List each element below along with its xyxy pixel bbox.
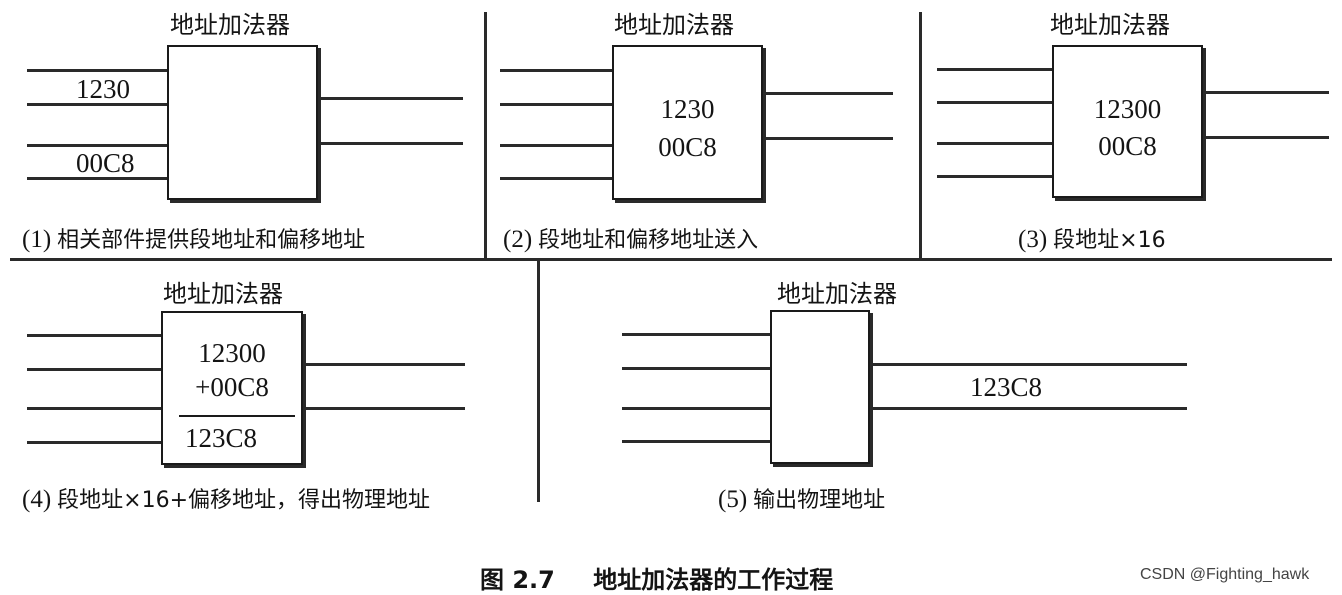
- input-line: [500, 69, 612, 72]
- step-caption: (1) 相关部件提供段地址和偏移地址: [22, 226, 365, 255]
- physical-address-result: 123C8: [185, 423, 258, 453]
- input-line: [27, 144, 167, 147]
- step-text: 段地址×16+偏移地址，得出物理地址: [57, 488, 431, 513]
- adder-label: 地址加法器: [614, 11, 734, 39]
- input-line: [937, 175, 1052, 178]
- step-number: (3): [1018, 226, 1048, 253]
- input-line: [27, 69, 167, 72]
- output-line: [1203, 91, 1329, 94]
- sum-line: [179, 415, 295, 417]
- address-adder-box: [167, 45, 318, 200]
- figure-title: 地址加法器的工作过程: [593, 566, 834, 594]
- input-line: [27, 368, 167, 371]
- figure-caption: 图 2.7 地址加法器的工作过程: [480, 560, 833, 595]
- output-line: [763, 137, 893, 140]
- watermark: CSDN @Fighting_hawk: [1140, 566, 1310, 583]
- step-text: 段地址和偏移地址送入: [538, 228, 759, 253]
- input-line: [622, 407, 770, 410]
- segment-address-value: 1230: [660, 94, 715, 124]
- divider-vertical-2-3: [919, 12, 922, 260]
- address-adder-box: 12300 00C8: [1052, 45, 1203, 198]
- input-line: [27, 103, 167, 106]
- address-adder-box: [770, 310, 870, 464]
- divider-vertical-1-2: [484, 12, 487, 260]
- input-line: [27, 407, 167, 410]
- output-line: [870, 363, 1187, 366]
- output-line: [318, 142, 463, 145]
- input-line: [500, 177, 612, 180]
- input-line: [27, 441, 167, 444]
- input-line: [27, 334, 167, 337]
- shifted-segment-value: 12300: [198, 338, 266, 368]
- output-line: [763, 92, 893, 95]
- divider-horizontal: [10, 258, 1332, 261]
- step-caption: (3) 段地址×16: [1018, 226, 1166, 255]
- step-text: 输出物理地址: [753, 488, 886, 513]
- input-line: [622, 333, 770, 336]
- input-line: [622, 440, 770, 443]
- offset-address-value: 00C8: [1098, 131, 1157, 161]
- adder-label: 地址加法器: [170, 11, 290, 39]
- input-line: [622, 367, 770, 370]
- divider-vertical-4-5: [537, 260, 540, 502]
- output-line: [303, 407, 465, 410]
- segment-address-value: 1230: [76, 74, 130, 104]
- offset-address-value: 00C8: [76, 148, 135, 178]
- step-number: (4): [22, 486, 52, 513]
- adder-label: 地址加法器: [1050, 11, 1170, 39]
- input-line: [500, 144, 612, 147]
- address-adder-box: 12300 +00C8 123C8: [161, 311, 303, 465]
- adder-label: 地址加法器: [163, 280, 283, 308]
- step-number: (2): [503, 226, 533, 253]
- input-line: [937, 68, 1052, 71]
- step-number: (5): [718, 486, 748, 513]
- physical-address-output: 123C8: [970, 372, 1043, 402]
- step-caption: (4) 段地址×16+偏移地址，得出物理地址: [22, 486, 430, 515]
- output-line: [303, 363, 465, 366]
- input-line: [937, 101, 1052, 104]
- figure-number: 图 2.7: [480, 566, 555, 594]
- adder-label: 地址加法器: [777, 280, 897, 308]
- step-number: (1): [22, 226, 52, 253]
- step-text: 段地址×16: [1053, 228, 1166, 253]
- shifted-segment-value: 12300: [1093, 94, 1162, 124]
- output-line: [870, 407, 1187, 410]
- input-line: [27, 177, 167, 180]
- address-adder-box: 1230 00C8: [612, 45, 763, 200]
- input-line: [937, 142, 1052, 145]
- step-caption: (5) 输出物理地址: [718, 486, 885, 515]
- output-line: [1203, 136, 1329, 139]
- step-text: 相关部件提供段地址和偏移地址: [57, 228, 366, 253]
- output-line: [318, 97, 463, 100]
- offset-address-value: 00C8: [658, 132, 717, 162]
- input-line: [500, 103, 612, 106]
- added-offset-value: +00C8: [195, 372, 269, 402]
- step-caption: (2) 段地址和偏移地址送入: [503, 226, 758, 255]
